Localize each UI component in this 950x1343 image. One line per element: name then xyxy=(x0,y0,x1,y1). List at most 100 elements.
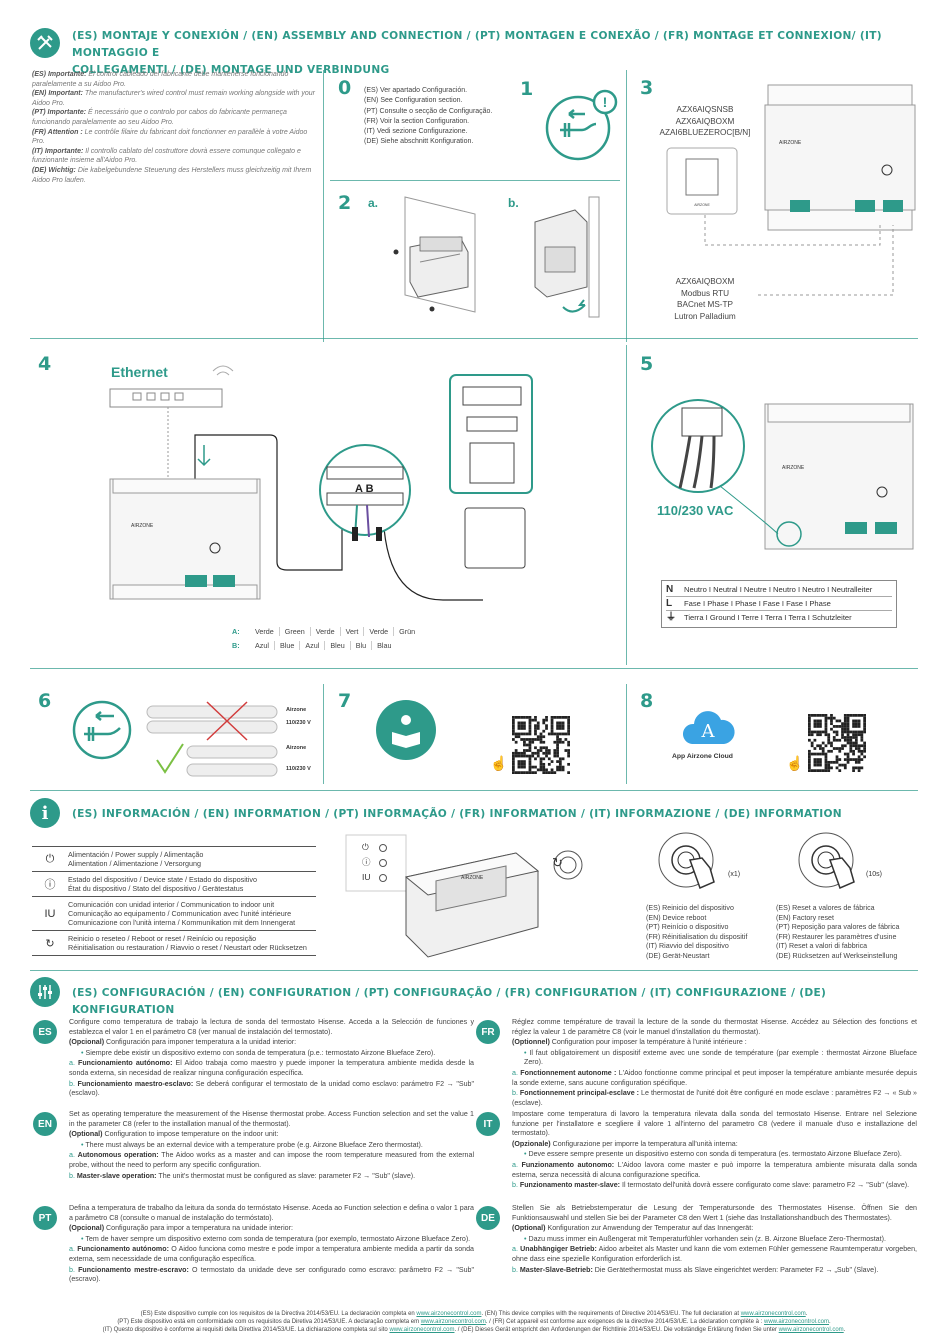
step-0-line: (DE) Siehe abschnitt Konfiguration. xyxy=(364,138,474,146)
wall-mount-drawing-b xyxy=(515,192,615,322)
separator-h3 xyxy=(30,668,918,669)
reboot-line: (PT) Reinício o dispositivo xyxy=(646,923,729,932)
reboot-press-icon[interactable] xyxy=(656,830,746,900)
device-brand-3: AIRZONE xyxy=(779,140,802,146)
option-letter-b: b. xyxy=(512,1089,520,1098)
unplug-warning-icon: ! xyxy=(545,88,619,162)
info-row-line: Estado del dispositivo / Device state / … xyxy=(68,875,257,884)
config-bullet-text: There must always be an external device … xyxy=(85,1140,423,1149)
qr-code-manual[interactable] xyxy=(512,716,570,774)
config-optional-text: Configuração para impor a temperatura na… xyxy=(104,1224,293,1233)
config-optional: (Opzionale) Configurazione per imporre l… xyxy=(512,1140,917,1150)
note-item: (DE) Wichtig: Die kabelgebundene Steueru… xyxy=(32,166,317,185)
note-text: É necessário que o controlo por cabos do… xyxy=(32,109,287,126)
option-letter-a: a. xyxy=(512,1245,521,1254)
config-a-text: El Aidoo trabaja como maestro y puede im… xyxy=(69,1059,474,1077)
important-notes: (ES) Importante: El control cableado del… xyxy=(32,70,317,185)
config-optional: (Optionnel) Configuration pour imposer l… xyxy=(512,1038,917,1048)
info-row-icon: ⓘ xyxy=(44,879,56,891)
step-6-number: 6 xyxy=(38,690,52,712)
reboot-line: (EN) Device reboot xyxy=(646,913,707,922)
step-2-number: 2 xyxy=(338,192,352,214)
config-b-label: Master-Slave-Betrieb: xyxy=(519,1265,593,1274)
footer-pre: (PT) Este dispositivo está em conformida… xyxy=(117,1319,421,1326)
note-item: (IT) Importante: Il controllo cablato de… xyxy=(32,147,317,166)
reset-line: (FR) Restaurer les paramètres d'usine xyxy=(776,932,897,941)
footer-link[interactable]: www.airzonecontrol.com xyxy=(740,1311,806,1317)
reset-text: (ES) Reset a valores de fábrica(EN) Fact… xyxy=(776,904,899,962)
step-0-line: (IT) Vedi sezione Configurazione. xyxy=(364,128,468,136)
footer-link[interactable]: www.airzonecontrol.com xyxy=(778,1327,844,1334)
wire-a-color: Green xyxy=(280,627,311,636)
wire-b-key: B: xyxy=(232,641,240,650)
protocol-name: BACnet MS-TP xyxy=(677,300,733,309)
s6-volt1: 110/230 V xyxy=(286,720,311,726)
config-bullet: • Siempre debe existir un dispositivo ex… xyxy=(69,1049,474,1059)
config-optional-text: Configurazione per imporre la temperatur… xyxy=(550,1139,738,1148)
lang-badge-fr: FR xyxy=(476,1020,500,1044)
config-block-es: Configure como temperatura de trabajo la… xyxy=(69,1018,474,1100)
config-intro: Impostare come temperatura di lavoro la … xyxy=(512,1110,917,1138)
footer-link[interactable]: www.airzonecontrol.com xyxy=(763,1319,830,1326)
nl-key: L xyxy=(666,597,673,609)
step-0-number: 0 xyxy=(338,77,352,99)
information-title: (ES) INFORMACIÓN / (EN) INFORMATION / (P… xyxy=(72,808,842,820)
separator-v3 xyxy=(626,345,627,665)
step-5-diagram: AIRZONE xyxy=(650,396,915,556)
device-brand-4: AIRZONE xyxy=(131,523,154,529)
option-letter-a: a. xyxy=(69,1245,78,1254)
step-4-number: 4 xyxy=(38,353,52,375)
config-a-label: Funcionamento autónomo: xyxy=(77,1245,169,1254)
info-icon: i xyxy=(30,798,60,828)
note-item: (PT) Importante: É necessário que o cont… xyxy=(32,108,317,127)
footer-mid: . (EN) This device complies with the req… xyxy=(481,1311,741,1317)
ethernet-label: Ethernet xyxy=(111,364,168,380)
qr-code-app[interactable] xyxy=(808,714,866,772)
config-option-b: b. Fonctionnement principal-esclave : Le… xyxy=(512,1089,917,1108)
option-letter-a: a. xyxy=(69,1059,78,1068)
airzone-cloud-app-icon[interactable]: A xyxy=(680,706,736,746)
reset-press-icon[interactable] xyxy=(796,830,886,900)
option-letter-b: b. xyxy=(69,1265,79,1274)
config-option-b: b. Funcionamiento maestro-esclavo: Se de… xyxy=(69,1080,474,1099)
led-label: ⏻ xyxy=(362,842,369,852)
footer-link[interactable]: www.airzonecontrol.com xyxy=(389,1327,455,1334)
config-a-label: Funzionamento autonomo: xyxy=(521,1160,615,1169)
info-row-line: Alimentación / Power supply / Alimentaçã… xyxy=(68,850,204,859)
wall-mount-drawing-a xyxy=(390,192,490,317)
info-row: ↻Reinicio o reseteo / Reboot or reset / … xyxy=(32,930,316,956)
separator-v4 xyxy=(323,684,324,784)
config-optional-text: Configuration to impose temperature on t… xyxy=(102,1130,279,1139)
config-optional: (Opcional) Configuración para imponer te… xyxy=(69,1038,474,1048)
step-2b-label: b. xyxy=(508,196,519,210)
config-b-label: Funcionamiento maestro-esclavo: xyxy=(77,1079,194,1088)
info-legend-table: ⏻Alimentación / Power supply / Alimentaç… xyxy=(32,846,316,956)
footer-link[interactable]: www.airzonecontrol.com xyxy=(416,1311,482,1317)
info-row-line: Comunicación con unidad interior / Commu… xyxy=(68,900,275,909)
info-row-text: Estado del dispositivo / Device state / … xyxy=(68,875,257,893)
tools-icon xyxy=(30,28,60,58)
s6-brand2: Airzone xyxy=(286,745,307,751)
config-optional: (Optional) Konfiguration zur Anwendung d… xyxy=(512,1224,917,1234)
config-option-a: a. Unabhängiger Betrieb: Aidoo arbeitet … xyxy=(512,1245,917,1264)
wire-a-color: Verde xyxy=(250,627,280,636)
option-letter-a: a. xyxy=(512,1068,521,1077)
bullet-dot: • xyxy=(81,1234,86,1243)
info-row-text: Comunicación con unidad interior / Commu… xyxy=(68,900,295,927)
cable-separation-diagram xyxy=(145,700,315,780)
nl-text: Fase I Phase I Phase I Fase I Fase I Pha… xyxy=(684,598,831,608)
option-letter-a: a. xyxy=(512,1160,522,1169)
config-a-label: Fonctionnement autonome : xyxy=(520,1068,617,1077)
note-item: (EN) Important: The manufacturer's wired… xyxy=(32,89,317,108)
footer-mid: . / (DE) Dieses Gerät entspricht den Anf… xyxy=(454,1327,779,1334)
step-0-text: (ES) Ver apartado Configuración.(EN) See… xyxy=(364,86,514,148)
config-bullet: • Dazu muss immer ein Außengerat mit Tem… xyxy=(512,1235,917,1245)
separator-h4 xyxy=(30,790,918,791)
info-row-text: Reinicio o reseteo / Reboot or reset / R… xyxy=(68,934,307,952)
bullet-dot: • xyxy=(524,1048,530,1057)
footer-link[interactable]: www.airzonecontrol.com xyxy=(420,1319,486,1326)
separator-h2 xyxy=(30,338,918,339)
config-optional: (Opcional) Configuração para impor a tem… xyxy=(69,1224,474,1234)
